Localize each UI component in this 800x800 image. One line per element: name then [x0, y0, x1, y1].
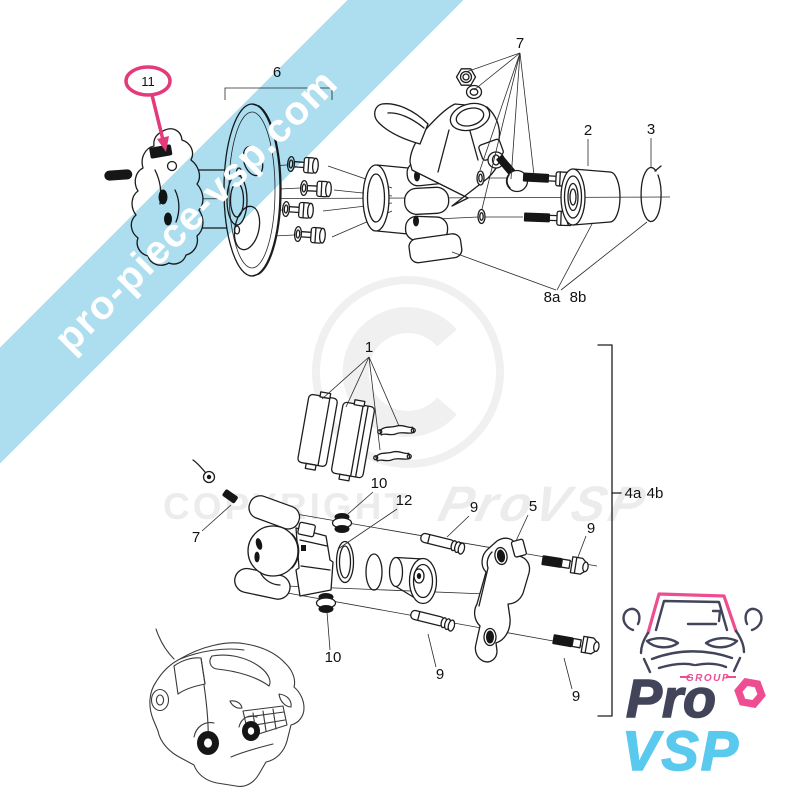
microcar-sketch — [149, 628, 305, 787]
part-label-4b: 4b — [647, 485, 664, 502]
part-label-5: 5 — [529, 498, 537, 515]
highlight-arrow-head — [157, 136, 169, 152]
part-label-11: 11 — [141, 74, 155, 89]
part-label-4a: 4a — [625, 485, 642, 502]
provsp-logo: GROUP Pro VSP — [621, 592, 766, 783]
part-nut-and-washer — [455, 68, 483, 100]
part-label-10-lower: 10 — [325, 649, 342, 666]
part-label-9-bolt-lower: 9 — [572, 688, 580, 705]
part-label-9-bolt-upper: 9 — [587, 520, 595, 537]
logo-hex-nut-hole — [742, 686, 758, 700]
part-mount-bracket — [473, 537, 531, 663]
part-label-10-upper: 10 — [371, 475, 388, 492]
part-caliper-piston — [388, 556, 438, 605]
highlight-ellipse — [124, 65, 172, 97]
banner-stripe — [0, 0, 468, 492]
logo-car-outline-icon — [622, 592, 763, 674]
logo-windshield-frame — [646, 592, 738, 635]
part-long-bolts — [476, 169, 574, 227]
part-label-12: 12 — [396, 492, 413, 509]
brand-watermark-text: ProVSP — [433, 476, 654, 532]
assembly-bracket-4 — [597, 344, 622, 717]
part-wheel-bearing — [560, 168, 621, 226]
highlight-arrow-shaft — [150, 94, 165, 141]
part-label-3: 3 — [647, 121, 655, 138]
logo-vsp-text: VSP — [622, 719, 740, 782]
stud-bolt — [104, 169, 133, 181]
part-bleed-screw — [192, 459, 238, 504]
part-pad-clips — [373, 424, 416, 462]
part-label-8b: 8b — [570, 289, 587, 306]
highlight-callout-11: 11 — [124, 65, 172, 152]
logo-pro-text: Pro — [626, 669, 716, 729]
part-circlip — [640, 165, 662, 223]
logo-group-text: GROUP — [686, 673, 730, 684]
part-label-9-pin-lower: 9 — [436, 666, 444, 683]
part-label-1: 1 — [365, 339, 373, 356]
part-piston-seals — [335, 540, 383, 591]
part-label-7-bleed: 7 — [192, 529, 200, 546]
part-dust-boots — [315, 513, 353, 613]
part-label-2: 2 — [584, 122, 592, 139]
part-brake-pads — [297, 391, 376, 482]
part-label-7-top: 7 — [516, 35, 524, 52]
part-mount-bolts — [540, 551, 601, 656]
part-label-9-pin-upper: 9 — [470, 499, 478, 516]
part-pivot-bolt — [496, 154, 529, 193]
part-caliper-body — [234, 495, 334, 600]
part-label-8a: 8a — [544, 289, 561, 306]
copyright-symbol-watermark — [312, 276, 504, 468]
